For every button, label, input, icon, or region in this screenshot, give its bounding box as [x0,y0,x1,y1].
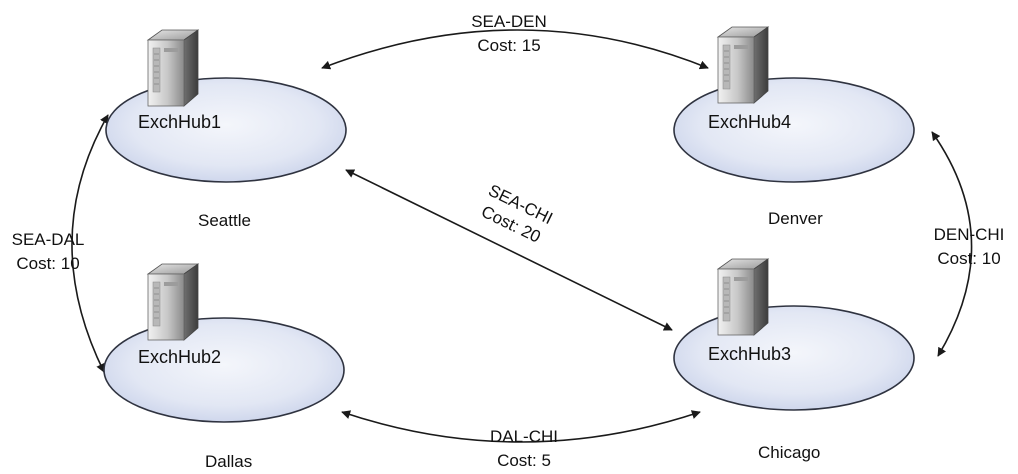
link-label-sea-chi: SEA-CHI Cost: 20 [478,181,555,247]
sea-chi-link [345,169,673,331]
link-cost-sea-den: Cost: 15 [477,36,540,55]
site-seattle: ExchHub1 Seattle [105,29,347,230]
sea-den-link [321,29,709,70]
connection-lines [71,29,973,443]
server-label-dallas: ExchHub2 [138,347,221,367]
server-tower-icon [717,258,769,336]
connection-labels: SEA-DEN Cost: 15 SEA-CHI Cost: 20 SEA-DA… [12,12,1005,470]
link-name-sea-den: SEA-DEN [471,12,547,31]
link-cost-den-chi: Cost: 10 [937,249,1000,268]
site-label-denver: Denver [768,209,823,228]
link-name-sea-dal: SEA-DAL [12,230,85,249]
site-chicago: ExchHub3 Chicago [673,258,915,462]
site-label-seattle: Seattle [198,211,251,230]
server-label-denver: ExchHub4 [708,112,791,132]
server-label-chicago: ExchHub3 [708,344,791,364]
sea-dal-link [71,114,109,373]
site-ellipse-dallas [103,317,345,423]
site-label-chicago: Chicago [758,443,820,462]
site-denver: ExchHub4 Denver [673,26,915,228]
den-chi-link [931,131,973,357]
site-label-dallas: Dallas [205,452,252,471]
link-name-den-chi: DEN-CHI [934,225,1005,244]
site-ellipse-denver [673,77,915,183]
server-tower-icon [147,29,199,107]
server-label-seattle: ExchHub1 [138,112,221,132]
link-name-dal-chi: DAL-CHI [490,427,558,446]
link-cost-dal-chi: Cost: 5 [497,451,551,470]
site-dallas: ExchHub2 Dallas [103,263,345,471]
dal-chi-link [341,410,701,443]
server-tower-icon [147,263,199,341]
link-cost-sea-dal: Cost: 10 [16,254,79,273]
server-tower-icon [717,26,769,104]
